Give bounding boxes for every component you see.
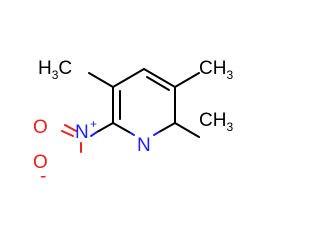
ring-bond-c4-c3-inner — [146, 76, 170, 91]
bond-c2-methyl — [174, 122, 200, 138]
bond-c5-methyl — [88, 72, 114, 88]
bond-nitro-o-top-a — [61, 130, 74, 137]
nitro-oxygen-charge: - — [40, 166, 46, 187]
ring-nitrogen-label: N — [137, 135, 151, 156]
nitro-oxygen-top-label: O — [33, 117, 48, 138]
methyl-left-label: H3C — [38, 58, 72, 82]
ring-bond-c5-c4 — [112, 68, 145, 88]
bond-nitro-o-top-b — [64, 124, 77, 132]
bond-c6-nitro-n — [90, 131, 98, 137]
bond-c3-methyl — [174, 72, 200, 88]
nitro-nitrogen-label: N — [75, 122, 89, 143]
structure-svg: H3C CH3 CH3 N N + O O - — [33, 58, 233, 187]
methyl-top-right-label: CH3 — [199, 58, 233, 82]
methyl-right-label: CH3 — [199, 110, 233, 134]
ring-bond-n1-segment — [153, 131, 160, 136]
ring-bond-n1-c6 — [112, 122, 130, 133]
nitro-nitrogen-charge: + — [90, 117, 97, 131]
nitro-oxygen-bottom-label: O — [33, 152, 48, 173]
molecule-diagram: H3C CH3 CH3 N N + O O - — [33, 58, 233, 187]
ring-bond-c4-c3 — [143, 68, 176, 88]
ring-bond-c2-n1 — [158, 122, 176, 133]
bond-c6-nitro — [96, 122, 114, 133]
